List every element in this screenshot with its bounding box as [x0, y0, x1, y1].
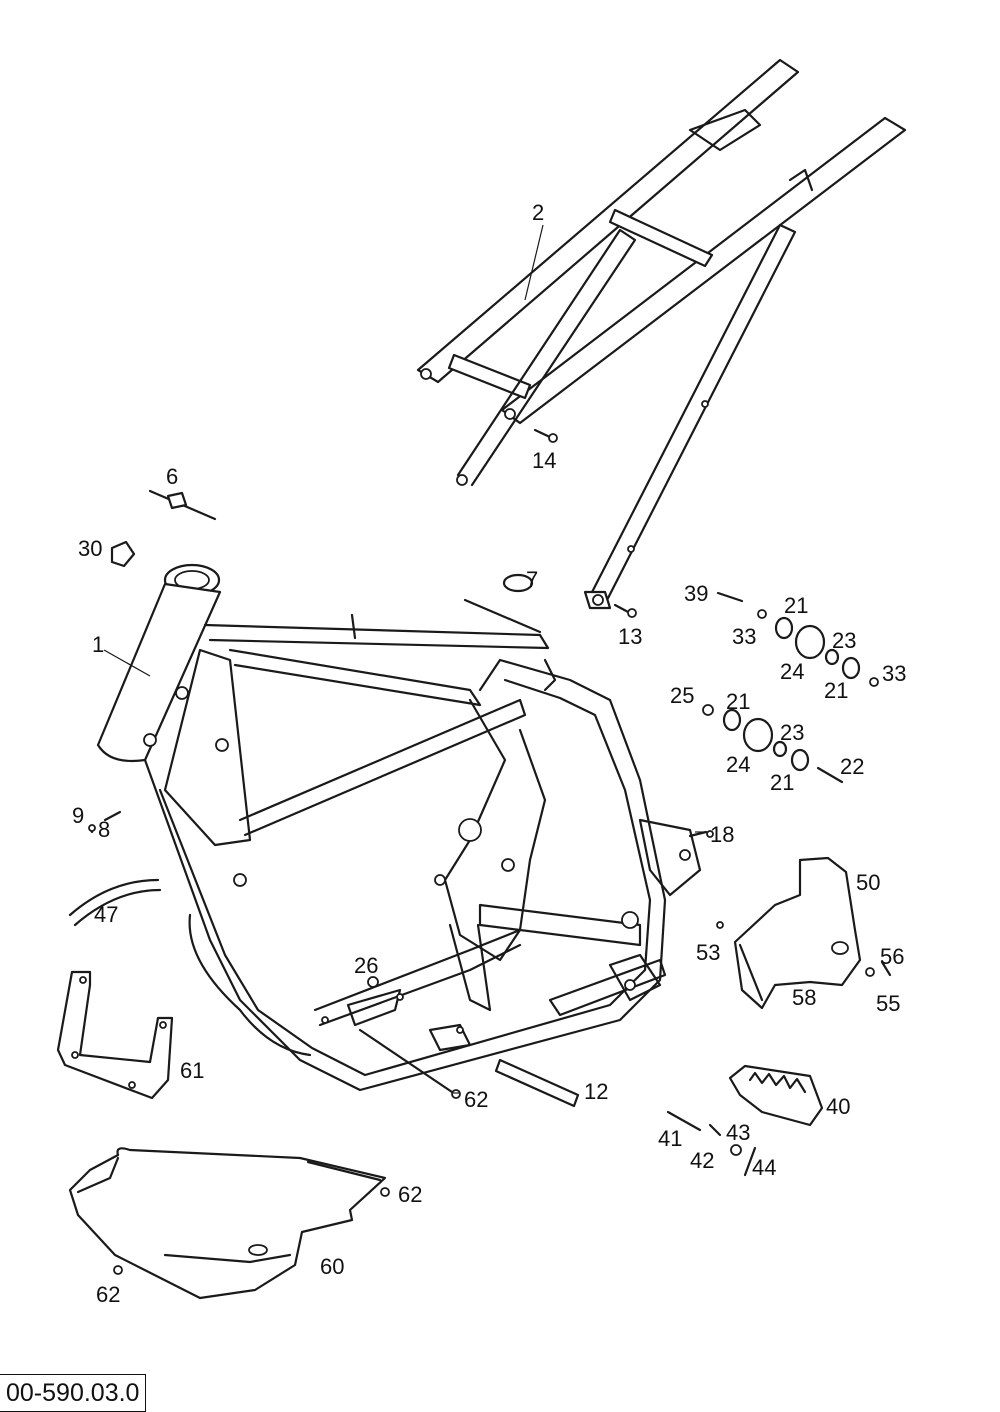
callout-13: 13: [618, 624, 642, 649]
callout-22: 22: [840, 754, 864, 779]
callout-39: 39: [684, 581, 708, 606]
callout-41: 41: [658, 1126, 682, 1151]
callout-42: 42: [690, 1148, 714, 1173]
callout-18: 18: [710, 822, 734, 847]
small-parts: [68, 428, 892, 1275]
callout-61: 61: [180, 1058, 204, 1083]
callout-23a: 23: [832, 628, 856, 653]
callout-62c: 62: [96, 1282, 120, 1307]
callout-62b: 62: [398, 1182, 422, 1207]
callout-1: 1: [92, 632, 104, 657]
callout-43: 43: [726, 1120, 750, 1145]
callout-21c: 21: [726, 689, 750, 714]
callout-14: 14: [532, 448, 556, 473]
callout-21b: 21: [824, 678, 848, 703]
callout-24b: 24: [726, 752, 750, 777]
callout-58: 58: [792, 985, 816, 1010]
footpeg: [728, 1064, 824, 1127]
callout-53: 53: [696, 940, 720, 965]
callout-21a: 21: [784, 593, 808, 618]
callout-21d: 21: [770, 770, 794, 795]
callout-9: 9: [72, 803, 84, 828]
callout-25: 25: [670, 683, 694, 708]
callout-24a: 24: [780, 659, 804, 684]
main-frame: [96, 563, 702, 1092]
callout-44: 44: [752, 1155, 776, 1180]
callout-2: 2: [532, 200, 544, 225]
callout-56: 56: [880, 944, 904, 969]
callout-40: 40: [826, 1094, 850, 1119]
callout-62a: 62: [464, 1087, 488, 1112]
diagram-reference-number: 00-590.03.0: [0, 1374, 147, 1412]
callout-50: 50: [856, 870, 880, 895]
rear-subframe: [416, 58, 907, 610]
callout-55: 55: [876, 991, 900, 1016]
callout-47: 47: [94, 902, 118, 927]
callout-33a: 33: [732, 624, 756, 649]
callout-labels: 1 2 6 7 9 8 12 13 14 18 39 21 33 23 24 2…: [72, 200, 906, 1307]
callout-30: 30: [78, 536, 102, 561]
skid-plate: [68, 1147, 387, 1300]
callout-6: 6: [166, 464, 178, 489]
chain-guide: [733, 856, 862, 1010]
callout-60: 60: [320, 1254, 344, 1279]
callout-8: 8: [98, 817, 110, 842]
callout-23b: 23: [780, 720, 804, 745]
callout-12: 12: [584, 1079, 608, 1104]
callout-26: 26: [354, 953, 378, 978]
lower-bracket: [56, 970, 174, 1100]
callout-7: 7: [526, 567, 538, 592]
leader-lines: [103, 224, 706, 1094]
callout-33b: 33: [882, 661, 906, 686]
